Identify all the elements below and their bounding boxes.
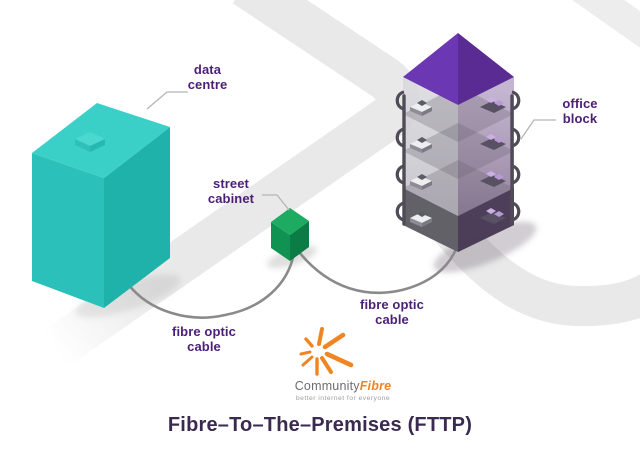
label-office-block: office block	[562, 96, 598, 127]
label-street-cabinet: street cabinet	[207, 176, 255, 207]
fibre-cable-right	[297, 247, 458, 295]
office-block-building	[395, 33, 521, 252]
logo-tagline: better internet for everyone	[295, 395, 391, 402]
road-main	[137, 0, 420, 302]
data-centre-building	[32, 103, 170, 308]
street-cabinet-box	[271, 208, 309, 261]
label-data-centre: data centre	[187, 62, 228, 93]
leader-office-block	[520, 119, 556, 140]
fibre-cable-left	[126, 251, 296, 319]
label-fibre-optic-cable-left: fibre optic cable	[172, 324, 236, 355]
label-fibre-optic-cable-right: fibre optic cable	[360, 297, 424, 328]
logo-community-text: Community	[294, 379, 360, 393]
office-roof	[403, 33, 514, 105]
label-leader-lines	[146, 91, 556, 211]
diagram-title: Fibre–To–The–Premises (FTTP)	[167, 414, 473, 436]
logo-fibre-text: Fibre	[359, 379, 392, 393]
leader-data-centre	[146, 91, 188, 110]
data-centre-roof-vent	[75, 132, 105, 152]
community-fibre-wordmark: CommunityFibre	[243, 379, 443, 393]
leader-street-cabinet	[262, 194, 290, 211]
community-fibre-starburst-icon	[299, 327, 354, 376]
road-top-right	[572, 0, 640, 48]
